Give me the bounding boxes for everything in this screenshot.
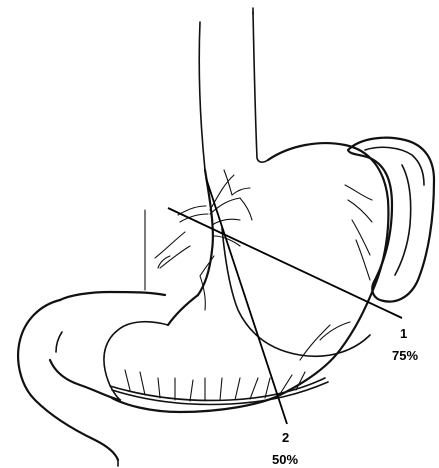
resection-line-1 — [168, 208, 402, 318]
short-gastric-vessels — [345, 185, 372, 280]
line-1-number: 1 — [400, 326, 407, 341]
esophagus — [199, 8, 268, 170]
line-1-percent: 75% — [392, 348, 418, 363]
line-2-percent: 50% — [272, 452, 298, 467]
resection-line-2 — [206, 178, 287, 424]
gastroepiploic-arcade — [110, 322, 350, 404]
line-2-number: 2 — [282, 430, 289, 445]
stomach-outline — [18, 143, 388, 466]
spleen — [348, 138, 434, 302]
